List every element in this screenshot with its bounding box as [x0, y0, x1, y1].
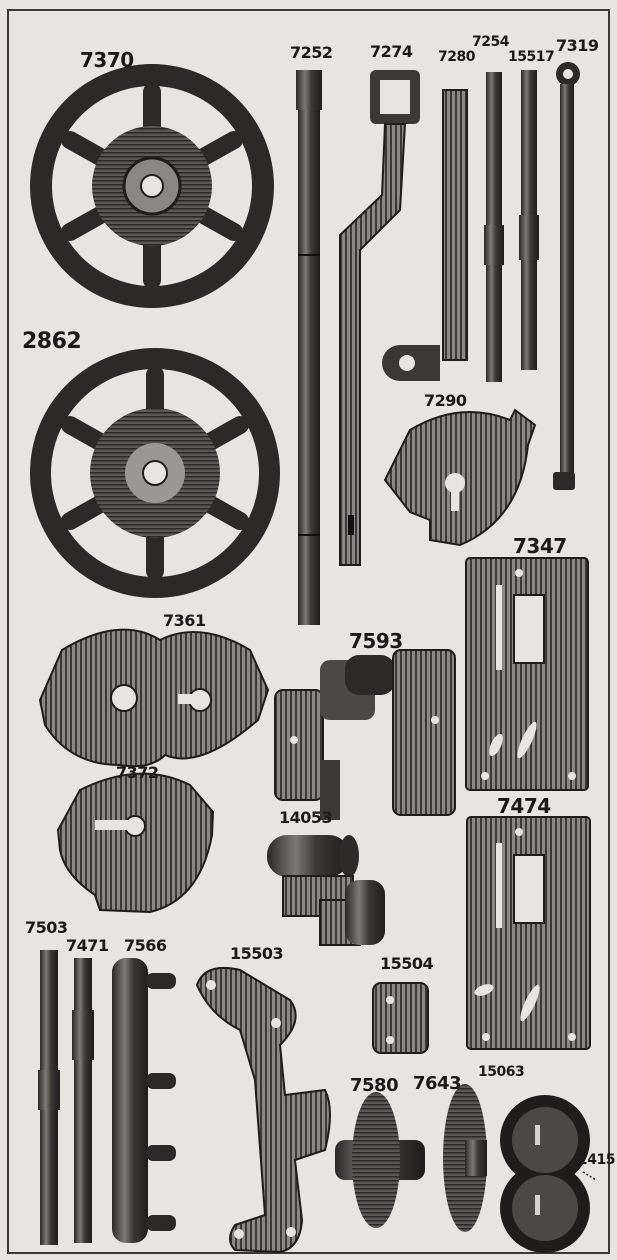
- label-7254: 7254: [472, 34, 509, 50]
- part-15503-casting: [195, 966, 331, 1254]
- part-7566-bar: [112, 958, 176, 1243]
- part-7319-rod: [553, 62, 580, 490]
- part-7474-throat-plate: [466, 816, 591, 1050]
- part-7361-plate: [38, 628, 270, 768]
- label-15504: 15504: [380, 954, 434, 973]
- part-7580-hub: [335, 1092, 425, 1228]
- label-7593: 7593: [349, 629, 403, 653]
- label-7643: 7643: [413, 1073, 462, 1094]
- label-7319: 7319: [556, 36, 599, 55]
- part-7471-shaft: [72, 958, 94, 1243]
- label-14053: 14053: [279, 808, 333, 827]
- label-7503: 7503: [25, 918, 68, 937]
- label-7566: 7566: [124, 936, 167, 955]
- label-7474: 7474: [497, 794, 551, 818]
- part-15504-block: [372, 982, 429, 1054]
- label-7290: 7290: [424, 391, 467, 410]
- part-7274-link: [339, 70, 420, 566]
- part-7643-hub: [443, 1084, 487, 1232]
- part-7347-throat-plate: [465, 557, 589, 791]
- plate-border: [7, 9, 610, 1254]
- label-7372: 7372: [116, 763, 159, 782]
- label-15503: 15503: [230, 944, 284, 963]
- part-14053-bracket: [267, 835, 385, 946]
- label-2415: 2415: [578, 1152, 615, 1168]
- label-7347: 7347: [513, 534, 567, 558]
- part-7252-shaft: [296, 70, 322, 625]
- part-7290-plate: [383, 408, 537, 547]
- label-2862: 2862: [22, 329, 82, 354]
- part-7254-shaft: [484, 72, 504, 382]
- part-2862-handwheel: [30, 348, 280, 598]
- part-7370-handwheel: [30, 64, 274, 308]
- part-7503-shaft: [38, 950, 60, 1245]
- label-7471: 7471: [66, 936, 109, 955]
- label-7361: 7361: [163, 611, 206, 630]
- label-7274: 7274: [370, 42, 413, 61]
- label-7252: 7252: [290, 43, 333, 62]
- part-7280-rod: [382, 89, 468, 381]
- part-7372-plate: [56, 772, 215, 914]
- label-7370: 7370: [80, 48, 134, 72]
- part-15517-shaft: [519, 70, 539, 370]
- label-7580: 7580: [350, 1075, 399, 1096]
- label-15063: 15063: [478, 1064, 525, 1080]
- label-7280: 7280: [438, 49, 475, 65]
- label-15517: 15517: [508, 49, 555, 65]
- part-15063-double-disc: [500, 1095, 597, 1253]
- part-7593-bracket: [274, 649, 456, 820]
